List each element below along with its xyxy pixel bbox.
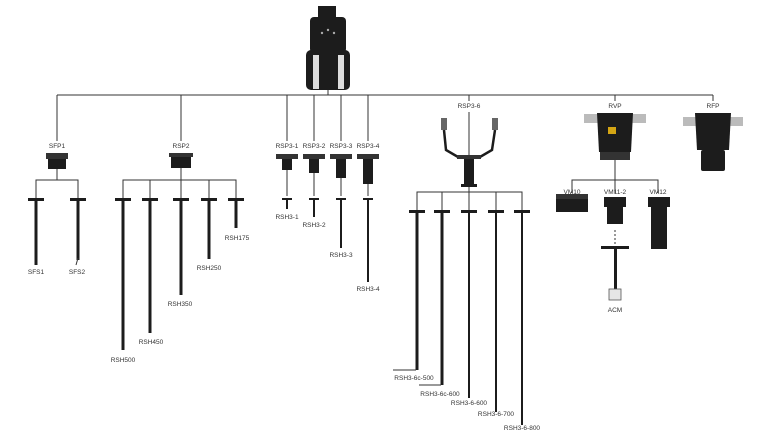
branch-rsp3-2: RSP3-2 RSH3-2: [302, 95, 326, 229]
vm11-2-label: VM11-2: [604, 189, 627, 196]
rsh3-6-700-label: RSH3-6-700: [478, 411, 515, 418]
rvp-label: RVP: [608, 103, 621, 110]
branch-rsp3-3: RSP3-3 RSH3-3: [329, 95, 353, 259]
sfp1-label: SFP1: [49, 143, 66, 150]
rsp3-1-label: RSP3-1: [276, 143, 299, 150]
branch-rsp2: RSP2 RSH500 RSH450 RSH350 RSH250 RSH175: [111, 95, 250, 364]
rsh3-6-800-label: RSH3-6-800: [504, 425, 541, 432]
rsp3-3-label: RSP3-3: [330, 143, 353, 150]
branch-rsp3-6: RSP3-6 RSH3-6c-500 RSH3-6c-600 RSH3-6-60…: [393, 95, 540, 432]
rsp3-2-label: RSP3-2: [303, 143, 326, 150]
probe-head-image: [306, 6, 350, 90]
sfs1-label: SFS1: [28, 269, 45, 276]
rsh3-4-label: RSH3-4: [356, 286, 380, 293]
branch-rsp3-4: RSP3-4 RSH3-4: [356, 95, 380, 293]
rsh3-1-label: RSH3-1: [275, 214, 299, 221]
rsh500-label: RSH500: [111, 357, 136, 364]
vm12-label: VM12: [650, 189, 667, 196]
rsh350-label: RSH350: [168, 301, 193, 308]
rsp3-6-label: RSP3-6: [458, 103, 481, 110]
rsp3-4-label: RSP3-4: [357, 143, 380, 150]
rsp2-label: RSP2: [173, 143, 190, 150]
branch-rvp: RVP VM10 VM11-2 VM12 ACM: [556, 95, 670, 314]
rsh450-label: RSH450: [139, 339, 164, 346]
branch-sfp1: SFP1 SFS1 SFS2: [28, 95, 86, 276]
rfp-label: RFP: [707, 103, 720, 110]
acm-label: ACM: [608, 307, 622, 314]
rsh3-6c-500-label: RSH3-6c-500: [394, 375, 434, 382]
branch-rfp: RFP: [683, 95, 743, 171]
rsh3-6c-600-label: RSH3-6c-600: [420, 391, 460, 398]
rsh3-6-600-label: RSH3-6-600: [451, 400, 488, 407]
vm10-label: VM10: [564, 189, 581, 196]
rsh175-label: RSH175: [225, 235, 250, 242]
sfs2-label: SFS2: [69, 269, 86, 276]
rsh3-2-label: RSH3-2: [302, 222, 326, 229]
branch-rsp3-1: RSP3-1 RSH3-1: [275, 95, 299, 221]
rsh250-label: RSH250: [197, 265, 222, 272]
rsh3-3-label: RSH3-3: [329, 252, 353, 259]
